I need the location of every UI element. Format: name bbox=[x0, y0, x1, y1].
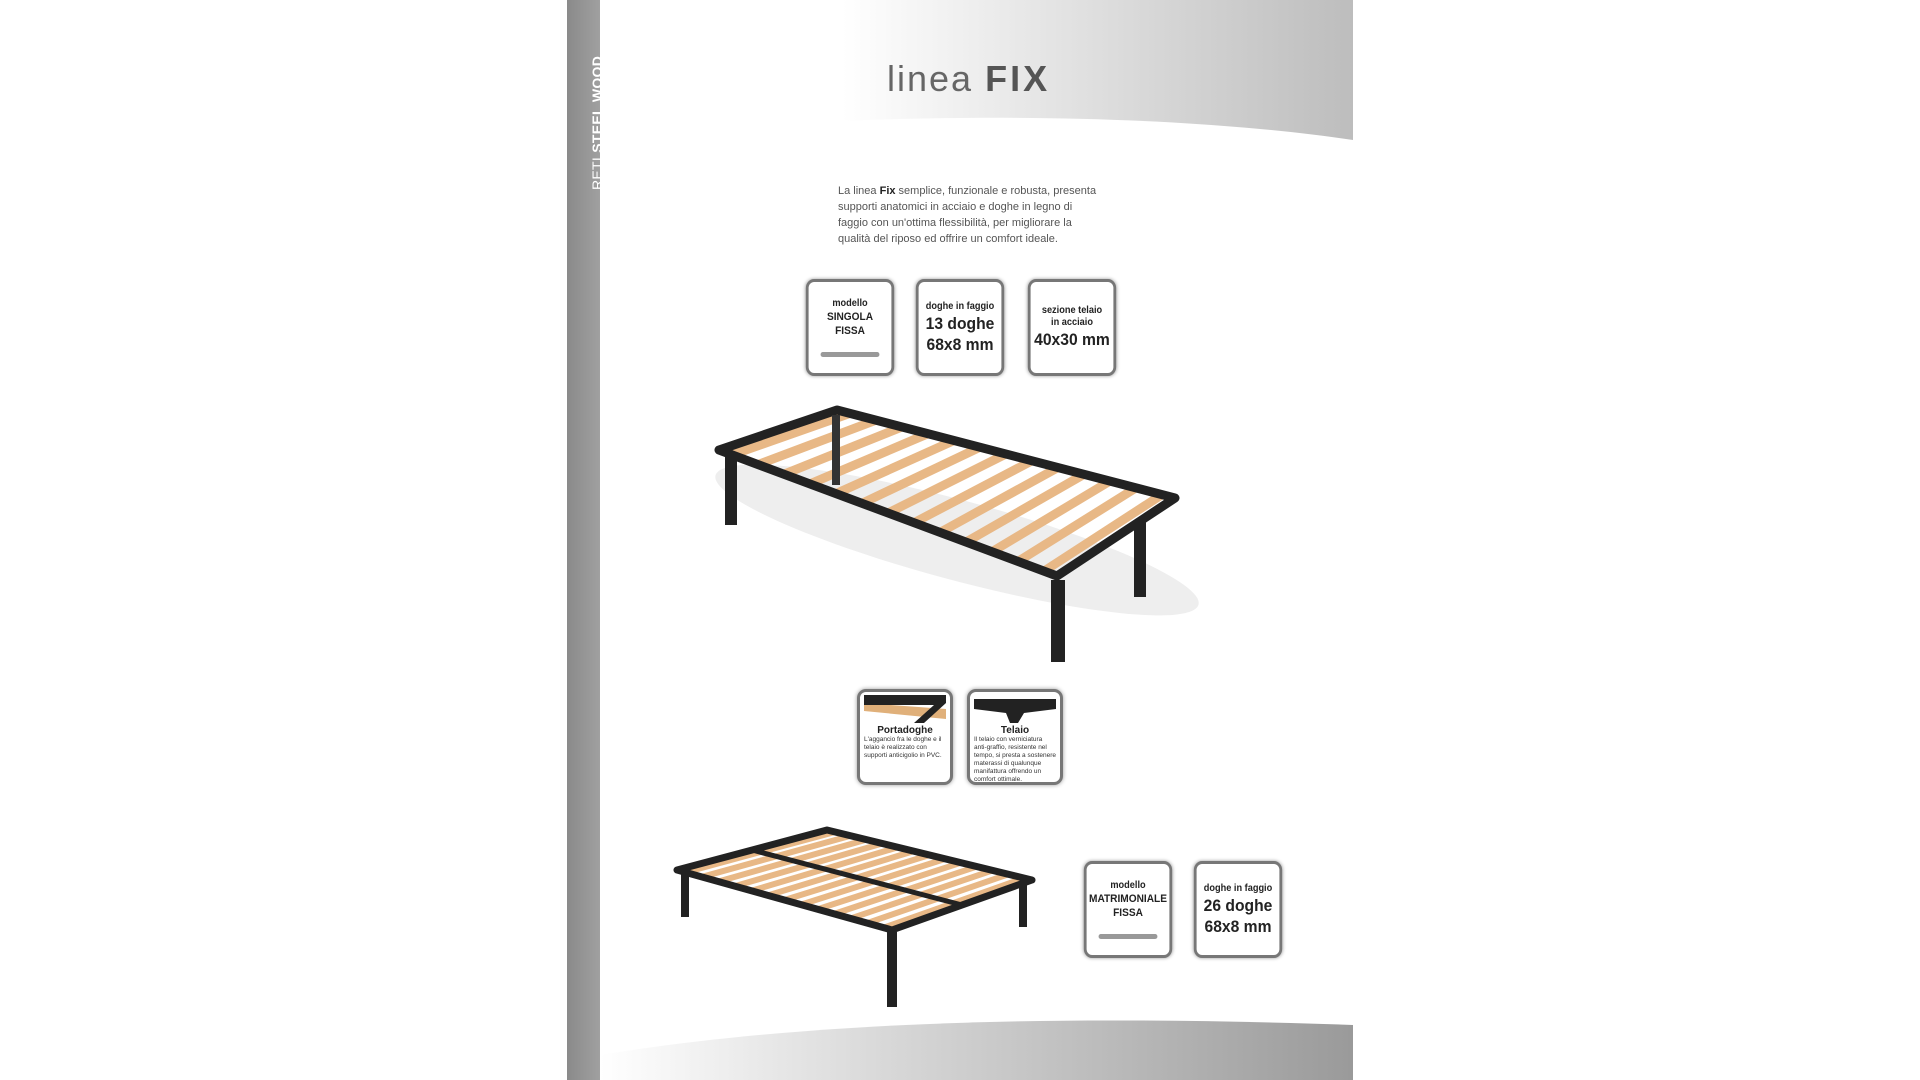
slat bbox=[989, 477, 1113, 556]
slat bbox=[782, 422, 904, 479]
page-title: linea FIX bbox=[887, 58, 1051, 99]
slat bbox=[1041, 490, 1165, 575]
spec-bar bbox=[820, 352, 880, 357]
slat bbox=[860, 443, 982, 508]
detail-telaio: Telaio Il telaio con verniciatura anti-g… bbox=[967, 689, 1063, 785]
top-gradient-band bbox=[567, 0, 1353, 140]
portadoghe-thumbnail bbox=[864, 695, 946, 723]
slat bbox=[937, 463, 1061, 537]
slat bbox=[730, 409, 852, 460]
catalog-page: RETI STEEL WOOD linea FIX La linea Fix s… bbox=[567, 0, 1353, 1080]
detail-portadoghe: Portadoghe L'aggancio fra le doghe e il … bbox=[857, 689, 953, 785]
double-bed-image bbox=[673, 826, 1036, 1007]
slat bbox=[808, 429, 930, 489]
spec-bar bbox=[1098, 934, 1158, 939]
slat bbox=[1015, 484, 1139, 566]
sidebar-strip: RETI STEEL WOOD bbox=[567, 0, 605, 1080]
description: La linea Fix semplice, funzionale e robu… bbox=[838, 185, 1097, 245]
slat bbox=[834, 436, 956, 498]
single-bed-image bbox=[714, 405, 1199, 662]
slat bbox=[756, 415, 878, 469]
brand-vertical-label: RETI STEEL WOOD bbox=[589, 55, 605, 190]
slat bbox=[885, 449, 1009, 518]
telaio-thumbnail bbox=[974, 699, 1056, 723]
slat bbox=[911, 456, 1035, 527]
bottom-gradient-band bbox=[600, 1020, 1353, 1080]
slat bbox=[963, 470, 1087, 546]
